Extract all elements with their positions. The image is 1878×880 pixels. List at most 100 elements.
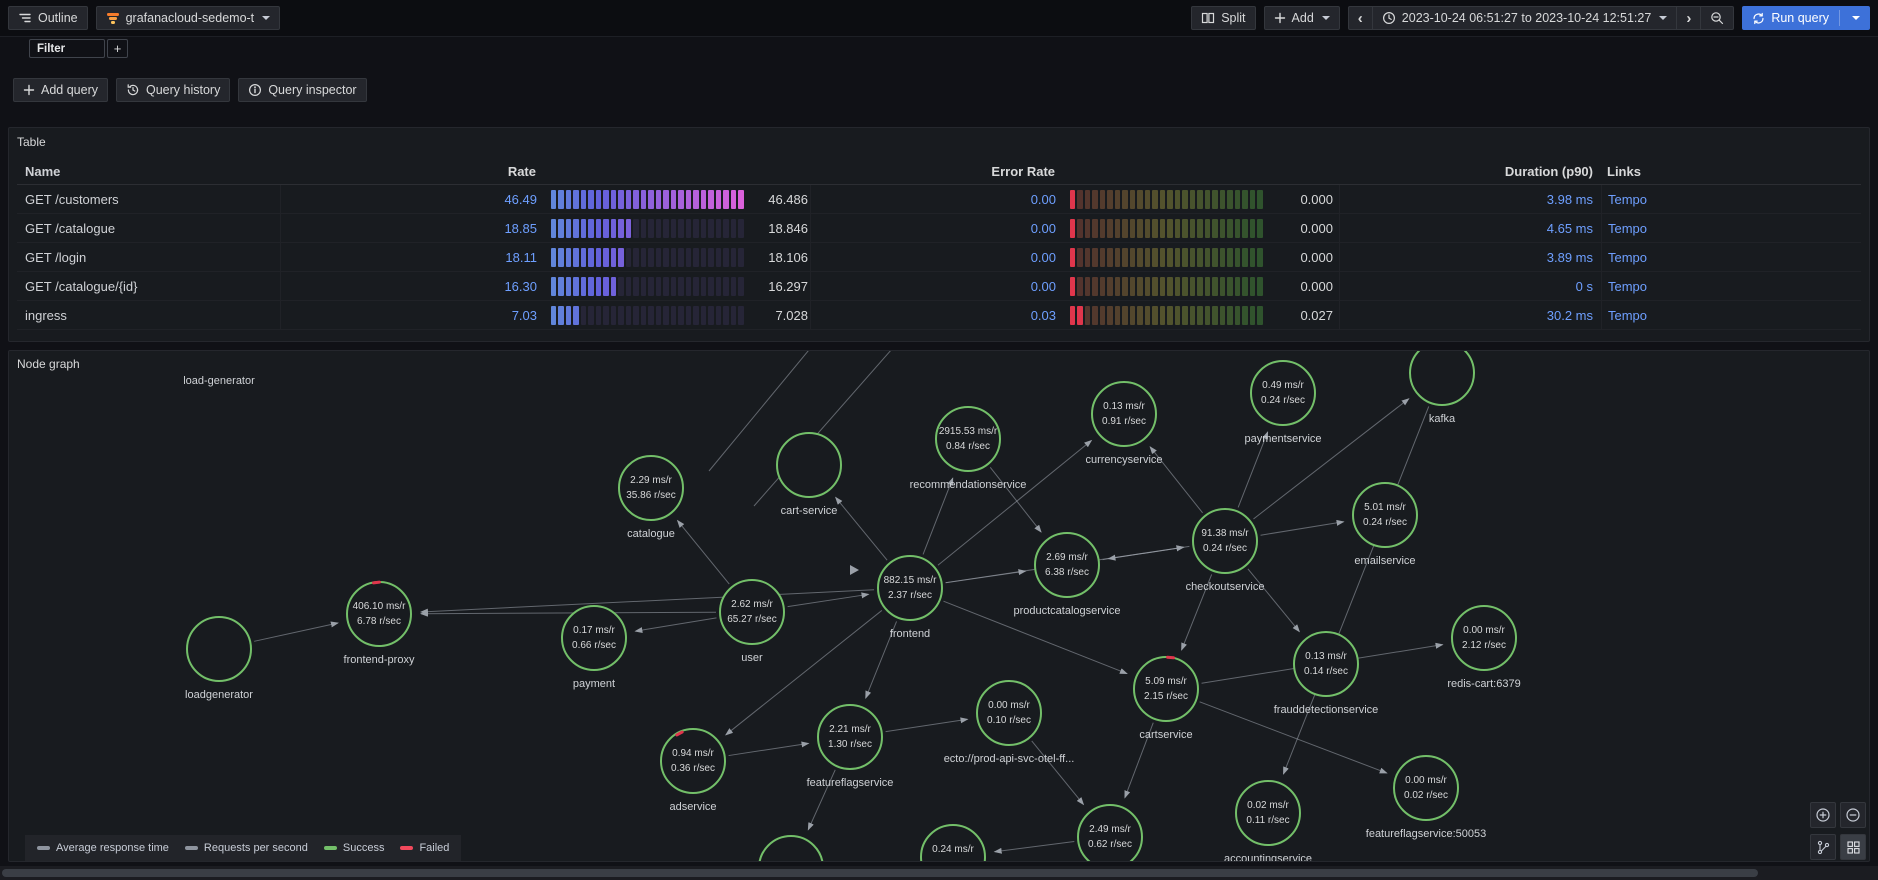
cell-error-rate: 0.00 0.000 — [810, 272, 1339, 300]
plus-icon: + — [113, 41, 122, 56]
run-query-button[interactable]: Run query — [1742, 6, 1870, 30]
split-label: Split — [1221, 11, 1246, 25]
rate-gauge-value: 46.486 — [768, 191, 808, 207]
error-rate-gauge — [1070, 189, 1267, 209]
scrollbar-thumb[interactable] — [2, 869, 1758, 877]
graph-edge — [708, 351, 809, 472]
layout-icon — [1817, 840, 1829, 854]
graph-edge — [937, 439, 1093, 566]
explore-toolbar: Outline grafanacloud-sedemo-t Split Add — [0, 0, 1878, 37]
legend-label: Success — [342, 842, 385, 854]
time-range-back-button[interactable]: ‹ — [1347, 6, 1373, 30]
node-label-payment: payment — [572, 678, 616, 690]
time-range-forward-button[interactable]: › — [1676, 6, 1702, 30]
column-header-error-rate[interactable]: Error Rate — [991, 164, 1055, 179]
chevron-left-icon: ‹ — [1357, 9, 1363, 27]
cell-duration: 3.89 ms — [1339, 243, 1601, 271]
tempo-datasource-icon — [106, 13, 119, 24]
error-rate-value: 0.00 — [1030, 249, 1056, 265]
node-label-ecto: ecto://prod-api-svc-otel-ff... — [943, 753, 1075, 765]
graph-node-kafka[interactable] — [1409, 351, 1475, 406]
error-rate-gauge — [1070, 305, 1267, 325]
error-rate-gauge-value: 0.000 — [1300, 249, 1333, 265]
node-avg-response: 2.49 ms/r — [1089, 824, 1131, 835]
filter-field[interactable]: Filter — [29, 39, 105, 58]
node-label-redis-cart: redis-cart:6379 — [1447, 678, 1521, 690]
node-avg-response: 0.00 ms/r — [1463, 625, 1505, 636]
rate-gauge-value: 16.297 — [768, 278, 808, 294]
node-rate: 0.14 r/sec — [1304, 666, 1348, 677]
column-header-rate[interactable]: Rate — [507, 164, 536, 179]
zoom-out-button[interactable] — [1840, 802, 1866, 828]
split-button[interactable]: Split — [1191, 6, 1256, 30]
tempo-link[interactable]: Tempo — [1608, 307, 1648, 323]
legend-item: Failed — [400, 842, 449, 854]
query-inspector-button[interactable]: Query inspector — [238, 78, 367, 102]
outline-button[interactable]: Outline — [8, 6, 88, 30]
table-row: ingress 7.03 7.028 0.03 0.027 30.2 ms Te… — [17, 301, 1861, 330]
run-query-label: Run query — [1771, 11, 1829, 25]
tempo-link[interactable]: Tempo — [1608, 191, 1648, 207]
node-avg-response: 0.13 ms/r — [1103, 401, 1145, 412]
node-label-checkoutservice: checkoutservice — [1185, 581, 1265, 593]
column-header-links[interactable]: Links — [1607, 164, 1641, 179]
grid-view-button[interactable] — [1840, 834, 1866, 860]
tempo-link[interactable]: Tempo — [1608, 278, 1648, 294]
zoom-in-button[interactable] — [1810, 802, 1836, 828]
grid-icon — [1846, 840, 1860, 854]
cell-duration: 3.98 ms — [1339, 185, 1601, 213]
error-rate-gauge — [1070, 276, 1267, 296]
cell-error-rate: 0.00 0.000 — [810, 185, 1339, 213]
add-button[interactable]: Add — [1263, 6, 1340, 30]
layout-toggle-button[interactable] — [1810, 834, 1836, 860]
tempo-link[interactable]: Tempo — [1608, 249, 1648, 265]
graph-edge — [922, 477, 954, 555]
node-graph-controls — [1810, 802, 1866, 860]
horizontal-scrollbar[interactable] — [0, 866, 1878, 880]
tempo-link[interactable]: Tempo — [1608, 220, 1648, 236]
rate-value: 46.49 — [504, 191, 537, 207]
node-failed-arc — [372, 580, 382, 585]
add-query-button[interactable]: Add query — [13, 78, 108, 102]
datasource-picker[interactable]: grafanacloud-sedemo-t — [95, 6, 281, 30]
node-rate: 1.30 r/sec — [828, 739, 872, 750]
add-filter-button[interactable]: + — [107, 39, 128, 58]
filter-label: Filter — [37, 42, 66, 55]
graph-node-loadgenerator[interactable] — [186, 616, 252, 682]
query-history-button[interactable]: Query history — [115, 78, 231, 102]
graph-node-cart-service[interactable] — [776, 432, 842, 498]
graph-edge — [885, 717, 969, 733]
time-range-button[interactable]: 2023-10-24 06:51:27 to 2023-10-24 12:51:… — [1371, 6, 1678, 30]
node-avg-response: 2.29 ms/r — [630, 475, 672, 486]
cell-rate: 7.03 7.028 — [280, 301, 810, 329]
rate-value: 7.03 — [511, 307, 537, 323]
graph-edge — [1260, 519, 1345, 536]
column-header-name[interactable]: Name — [25, 164, 61, 179]
column-header-duration[interactable]: Duration (p90) — [1504, 164, 1593, 179]
time-range-zoom-out-button[interactable] — [1700, 6, 1735, 30]
node-label-frontend: frontend — [889, 628, 931, 640]
graph-edge — [835, 496, 888, 561]
outline-label: Outline — [38, 11, 78, 25]
